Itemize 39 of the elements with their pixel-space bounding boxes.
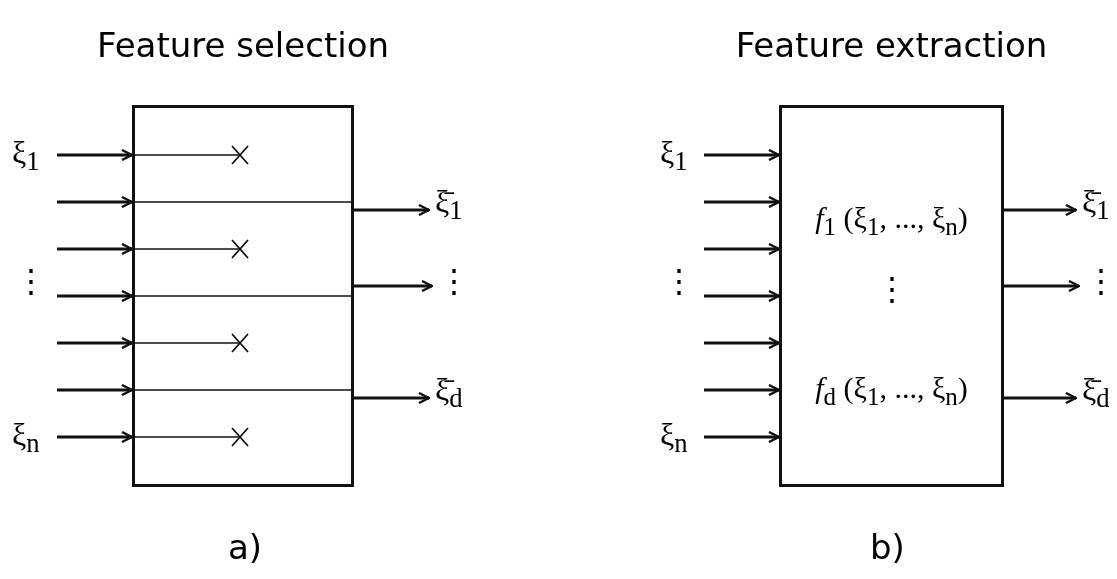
function-label: f$_{d}$ (ξ$_{1}$, ..., ξ$_{n}$) (815, 373, 968, 409)
arrow (57, 242, 134, 256)
output-symbol: ξ̄$_{d}$ (435, 373, 463, 413)
arrow (354, 203, 431, 217)
output-symbol: ξ̄$_{d}$ (1082, 373, 1110, 413)
input-symbol: ξ$_{n}$ (12, 418, 40, 458)
arrow (57, 336, 134, 350)
input-symbol: ξ$_{n}$ (660, 418, 688, 458)
panel-label: a) (228, 530, 263, 564)
arrow (354, 391, 431, 405)
panel-label: b) (870, 530, 905, 564)
arrow (704, 336, 781, 350)
arrow (1004, 279, 1081, 293)
output-symbol: ⋮ (1085, 265, 1117, 297)
arrow (57, 289, 134, 303)
ellipsis-dots: ⋮ (15, 265, 47, 297)
arrow (704, 289, 781, 303)
arrow (1004, 391, 1078, 405)
output-symbol: ⋮ (438, 265, 470, 297)
box-heading: Feature selection (96, 28, 390, 62)
arrow (704, 148, 781, 162)
ellipsis-dots: ⋮ (875, 273, 908, 305)
box-heading: Feature extraction (735, 28, 1048, 62)
arrow (704, 242, 781, 256)
arrow (704, 195, 781, 209)
input-symbol: ξ$_{1}$ (12, 136, 40, 176)
output-symbol: ξ̄$_{1}$ (435, 185, 463, 225)
arrow (704, 383, 781, 397)
ellipsis-dots: ⋮ (663, 265, 695, 297)
arrow (57, 383, 134, 397)
function-label: f$_{1}$ (ξ$_{1}$, ..., ξ$_{n}$) (815, 203, 968, 239)
arrow (57, 195, 134, 209)
arrow (1004, 203, 1078, 217)
arrow (354, 279, 434, 293)
output-symbol: ξ̄$_{1}$ (1082, 185, 1110, 225)
arrow (57, 430, 134, 444)
arrow (57, 148, 134, 162)
input-symbol: ξ$_{1}$ (660, 136, 688, 176)
arrow (704, 430, 781, 444)
